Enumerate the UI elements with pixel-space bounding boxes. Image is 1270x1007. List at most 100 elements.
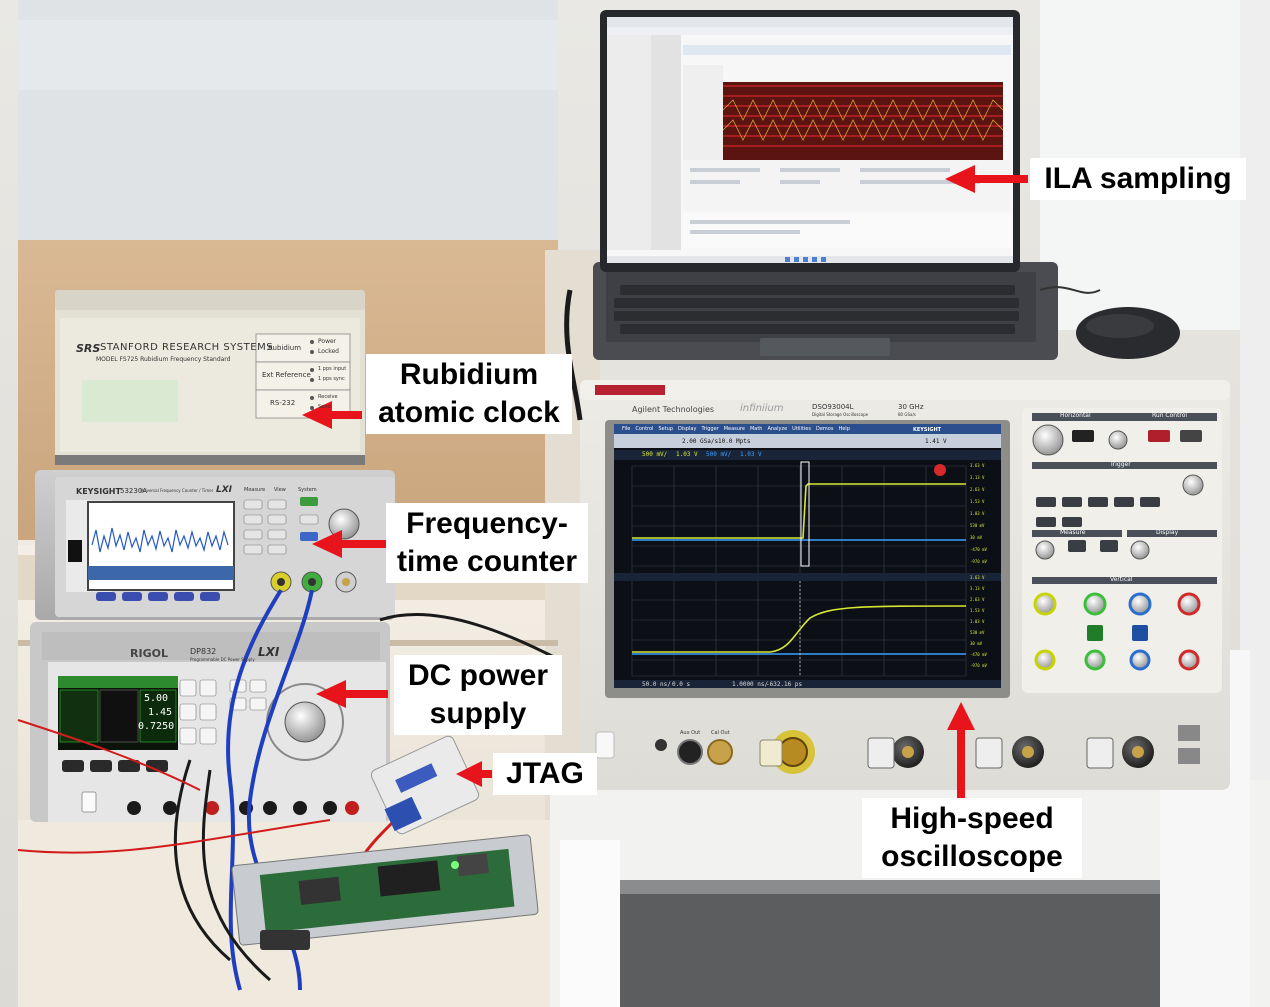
scope-menu-trigger[interactable]: Trigger xyxy=(701,426,719,432)
power-brand: RIGOL xyxy=(130,647,168,660)
counter-model: 53230A xyxy=(120,487,148,495)
label-counter-line1: Frequency- xyxy=(406,507,568,540)
srs-panel-rs232: RS-232 xyxy=(270,399,296,407)
counter-system-header: System xyxy=(298,487,317,493)
scope-zoom: 1.0000 ns/ xyxy=(732,681,769,688)
srs-panel-send: Send xyxy=(318,404,331,410)
scale-label: 1.53 V xyxy=(970,499,985,504)
scope-memory: 10.0 Mpts xyxy=(718,438,751,445)
scale-label: 1.53 V xyxy=(970,608,985,613)
scope-trigger-level: 1.41 V xyxy=(925,438,947,445)
label-power-line1: DC power xyxy=(407,659,548,692)
counter-brand: KEYSIGHT xyxy=(76,487,121,496)
scope-menu-file[interactable]: File xyxy=(622,426,631,432)
scope-bottom-scale: 3.63 V 3.13 V 2.63 V 1.53 V 1.03 V 530 m… xyxy=(970,575,1000,674)
label-high-speed-oscilloscope: High-speed oscilloscope xyxy=(862,798,1082,878)
label-scope-line2: oscilloscope xyxy=(881,840,1063,873)
counter-view-header: View xyxy=(274,487,286,493)
scope-menu-measure[interactable]: Measure xyxy=(723,426,745,432)
power-readout-2: 1.45 xyxy=(148,707,173,718)
scale-label: -470 mV xyxy=(970,652,987,657)
scope-aux-out: Aux Out xyxy=(680,730,701,736)
power-lxi: LXI xyxy=(258,645,280,659)
scope-menu-help[interactable]: Help xyxy=(838,426,850,432)
scale-label: 2.63 V xyxy=(970,487,985,492)
scope-menu-analyze[interactable]: Analyze xyxy=(767,426,788,432)
scale-label: 2.63 V xyxy=(970,597,985,602)
label-scope-line1: High-speed xyxy=(890,802,1054,835)
scope-menu-display[interactable]: Display xyxy=(678,426,697,432)
scope-zoom-position: -632.16 ps xyxy=(766,681,803,688)
scope-panel-horizontal: Horizontal xyxy=(1060,412,1091,419)
scale-label: 30 mV xyxy=(970,641,983,646)
srs-logo: SRS xyxy=(76,342,101,355)
power-model: DP832 xyxy=(190,647,217,656)
power-subtitle: Programmable DC Power Supply xyxy=(190,657,255,662)
srs-panel-rubidium: Rubidium xyxy=(268,344,302,352)
counter-lxi: LXI xyxy=(216,485,233,495)
scope-sample-rate: 2.00 GSa/s xyxy=(682,438,719,445)
scope-panel-display: Display xyxy=(1156,529,1179,536)
scale-label: 3.63 V xyxy=(970,575,985,580)
label-counter-line2: time counter xyxy=(396,545,578,578)
label-ila-text: ILA sampling xyxy=(1044,162,1232,195)
scale-label: 1.03 V xyxy=(970,619,985,624)
scope-bandwidth-sub: 80 GSa/s xyxy=(898,412,916,417)
label-rubidium-line2: atomic clock xyxy=(378,396,560,429)
scale-label: -970 mV xyxy=(970,663,987,668)
label-frequency-time-counter: Frequency- time counter xyxy=(386,503,588,583)
scope-menu-math[interactable]: Math xyxy=(749,426,763,432)
srs-panel-1pps-sync: 1 pps sync xyxy=(318,376,345,382)
scale-label: 530 mV xyxy=(970,523,985,528)
scope-panel-trigger: Trigger xyxy=(1110,461,1131,468)
scale-label: 3.63 V xyxy=(970,463,985,468)
scope-menu-bar: File Control Setup Display Trigger Measu… xyxy=(622,426,850,432)
scale-label: 30 mV xyxy=(970,535,983,540)
scope-menu-setup[interactable]: Setup xyxy=(658,426,674,432)
srs-panel-locked: Locked xyxy=(318,348,339,355)
scope-delay: 0.0 s xyxy=(672,681,691,688)
scope-panel-run-control: Run Control xyxy=(1152,412,1188,419)
scope-timebase: 50.0 ns/ xyxy=(642,681,671,688)
srs-panel-1pps-in: 1 pps input xyxy=(318,366,347,372)
scope-menu-demos[interactable]: Demos xyxy=(816,426,834,432)
label-dc-power-supply: DC power supply xyxy=(394,655,562,735)
power-readout-1: 5.00 xyxy=(144,693,169,704)
scope-bandwidth: 30 GHz xyxy=(898,403,924,411)
scope-menu-control[interactable]: Control xyxy=(635,426,654,432)
scope-model: DSO93004L xyxy=(812,403,854,411)
scale-label: 3.13 V xyxy=(970,475,985,480)
scope-panel-vertical: Vertical xyxy=(1110,576,1133,583)
srs-panel-ext: Ext Reference xyxy=(262,371,311,379)
scope-menu-utilities[interactable]: Utilities xyxy=(792,426,811,432)
counter-subtitle: Universal Frequency Counter / Timer xyxy=(140,488,214,493)
scope-ch2-offset: 1.03 V xyxy=(740,451,762,458)
srs-brand: STANFORD RESEARCH SYSTEMS xyxy=(100,342,274,353)
label-jtag: JTAG xyxy=(493,753,597,795)
counter-measure-header: Measure xyxy=(244,487,266,493)
scope-keysight-badge: KEYSIGHT xyxy=(913,427,942,433)
srs-panel-receive: Receive xyxy=(318,394,338,400)
scope-brand: Agilent Technologies xyxy=(632,405,715,414)
scope-series: infiniium xyxy=(740,403,784,414)
scale-label: 3.13 V xyxy=(970,586,985,591)
scale-label: -470 mV xyxy=(970,547,987,552)
srs-model: MODEL FS725 Rubidium Frequency Standard xyxy=(96,356,231,363)
label-rubidium-line1: Rubidium xyxy=(399,358,539,391)
label-rubidium-atomic-clock: Rubidium atomic clock xyxy=(366,354,572,434)
scope-panel-measure: Measure xyxy=(1060,529,1086,536)
scope-ch1-scale: 500 mV/ xyxy=(642,451,668,458)
scope-model-sub: Digital Storage Oscilloscope xyxy=(812,412,869,417)
scale-label: -970 mV xyxy=(970,559,987,564)
scale-label: 530 mV xyxy=(970,630,985,635)
scope-ch1-offset: 1.03 V xyxy=(676,451,698,458)
power-readout-3: 0.7250 xyxy=(138,721,175,732)
scope-top-scale: 3.63 V 3.13 V 2.63 V 1.53 V 1.03 V 530 m… xyxy=(970,463,1000,571)
scale-label: 1.03 V xyxy=(970,511,985,516)
label-power-line2: supply xyxy=(429,697,527,730)
scope-ch2-scale: 500 mV/ xyxy=(706,451,732,458)
label-ila-sampling: ILA sampling xyxy=(1030,158,1246,200)
label-jtag-text: JTAG xyxy=(506,757,584,790)
srs-panel-power: Power xyxy=(318,338,337,345)
